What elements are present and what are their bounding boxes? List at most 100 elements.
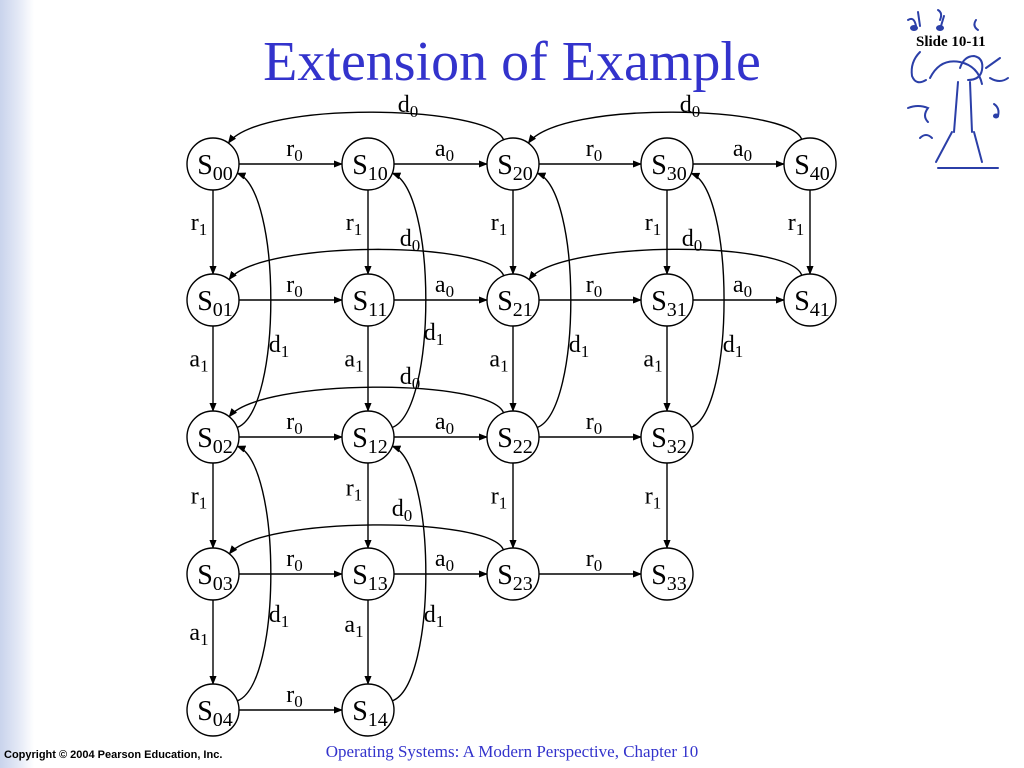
transition-11-12: a1 <box>344 326 372 412</box>
state-label: S04 <box>197 696 233 731</box>
transition-label: r0 <box>286 136 303 165</box>
transition-12-10: d1 <box>391 172 445 429</box>
transition-arrow <box>227 111 505 144</box>
transition-01-02: a1 <box>189 326 217 412</box>
transition-label: d1 <box>424 602 445 631</box>
transition-arrow <box>391 445 427 702</box>
state-node-01: S01 <box>186 273 240 327</box>
state-circle <box>341 547 395 601</box>
transition-label: r0 <box>286 546 303 575</box>
footer-text: Operating Systems: A Modern Perspective,… <box>325 742 699 761</box>
state-node-10: S10 <box>341 137 395 191</box>
transition-arrow <box>228 386 505 418</box>
state-circle <box>486 410 540 464</box>
state-circle <box>486 547 540 601</box>
transition-label: a0 <box>733 272 752 301</box>
transition-label: r0 <box>586 272 603 301</box>
transition-label: d0 <box>400 226 421 255</box>
state-label: S30 <box>651 150 687 185</box>
state-circle <box>186 137 240 191</box>
transition-label: a0 <box>733 136 752 165</box>
transition-13-23: a0 <box>394 546 488 578</box>
state-node-41: S41 <box>783 273 837 327</box>
transition-20-21: r1 <box>491 190 517 275</box>
transition-label: a0 <box>435 272 454 301</box>
transition-31-32: a1 <box>643 326 671 412</box>
state-node-03: S03 <box>186 547 240 601</box>
transition-32-30: d1 <box>690 172 744 429</box>
state-label: S33 <box>651 560 687 595</box>
state-circle <box>341 137 395 191</box>
state-label: S11 <box>353 286 388 321</box>
transition-22-20: d1 <box>536 172 590 429</box>
transition-arrow <box>228 524 505 555</box>
transition-label: d1 <box>269 332 290 361</box>
transition-21-01: d0 <box>228 226 505 281</box>
transition-label: d0 <box>398 92 419 121</box>
transition-label: r1 <box>191 484 208 513</box>
state-label: S12 <box>352 423 388 458</box>
transition-21-31: r0 <box>539 272 642 304</box>
transition-label: r1 <box>491 210 508 239</box>
state-circle <box>783 137 837 191</box>
transition-arrow <box>536 172 572 429</box>
state-label: S31 <box>651 286 687 321</box>
transition-label: d1 <box>424 320 445 349</box>
state-circle <box>640 273 694 327</box>
transition-12-13: r1 <box>346 463 372 549</box>
transition-label: d0 <box>680 92 701 121</box>
transition-10-20: a0 <box>394 136 488 168</box>
transition-40-41: r1 <box>788 190 814 275</box>
transition-label: r1 <box>645 210 662 239</box>
transition-arrow <box>528 248 803 281</box>
transition-label: a1 <box>344 347 363 376</box>
state-circle <box>186 410 240 464</box>
transition-23-33: r0 <box>539 546 642 578</box>
transition-10-11: r1 <box>346 190 372 275</box>
transition-04-14: r0 <box>239 682 343 714</box>
state-circle <box>341 410 395 464</box>
transition-30-31: r1 <box>645 190 671 275</box>
slide-number: Slide 10-11 <box>916 34 986 50</box>
transition-label: d1 <box>723 332 744 361</box>
transition-label: a0 <box>435 409 454 438</box>
transition-label: r1 <box>346 476 363 505</box>
state-node-33: S33 <box>640 547 694 601</box>
transition-31-41: a0 <box>693 272 785 304</box>
transition-22-32: r0 <box>539 409 642 441</box>
transition-label: a1 <box>344 612 363 641</box>
transition-14-12: d1 <box>391 445 445 702</box>
conductor-logo-icon <box>907 9 1009 169</box>
state-node-04: S04 <box>186 683 240 737</box>
state-circle <box>640 137 694 191</box>
transition-00-01: r1 <box>191 190 217 275</box>
transition-03-13: r0 <box>239 546 343 578</box>
state-label: S40 <box>794 150 830 185</box>
transition-label: r0 <box>286 272 303 301</box>
transition-02-12: r0 <box>239 409 343 441</box>
transition-arrow <box>236 445 272 702</box>
state-node-32: S32 <box>640 410 694 464</box>
state-node-13: S13 <box>341 547 395 601</box>
state-circle <box>486 137 540 191</box>
transition-04-02: d1 <box>236 445 289 702</box>
transition-label: d1 <box>569 332 590 361</box>
transition-label: d0 <box>400 364 421 393</box>
copyright-notice: Copyright © 2004 Pearson Education, Inc. <box>4 749 223 761</box>
transition-13-14: a1 <box>344 600 372 685</box>
transition-label: r1 <box>645 484 662 513</box>
state-label: S00 <box>197 150 233 185</box>
transition-label: r1 <box>346 210 363 239</box>
state-node-11: S11 <box>341 273 395 327</box>
transition-label: a1 <box>643 347 662 376</box>
state-label: S21 <box>497 286 533 321</box>
transition-12-22: a0 <box>394 409 488 441</box>
state-label: S01 <box>197 286 233 321</box>
state-circle <box>186 273 240 327</box>
transition-03-04: a1 <box>189 600 217 685</box>
state-circle <box>186 547 240 601</box>
transition-label: a1 <box>189 620 208 649</box>
state-label: S32 <box>651 423 687 458</box>
state-label: S23 <box>497 560 533 595</box>
